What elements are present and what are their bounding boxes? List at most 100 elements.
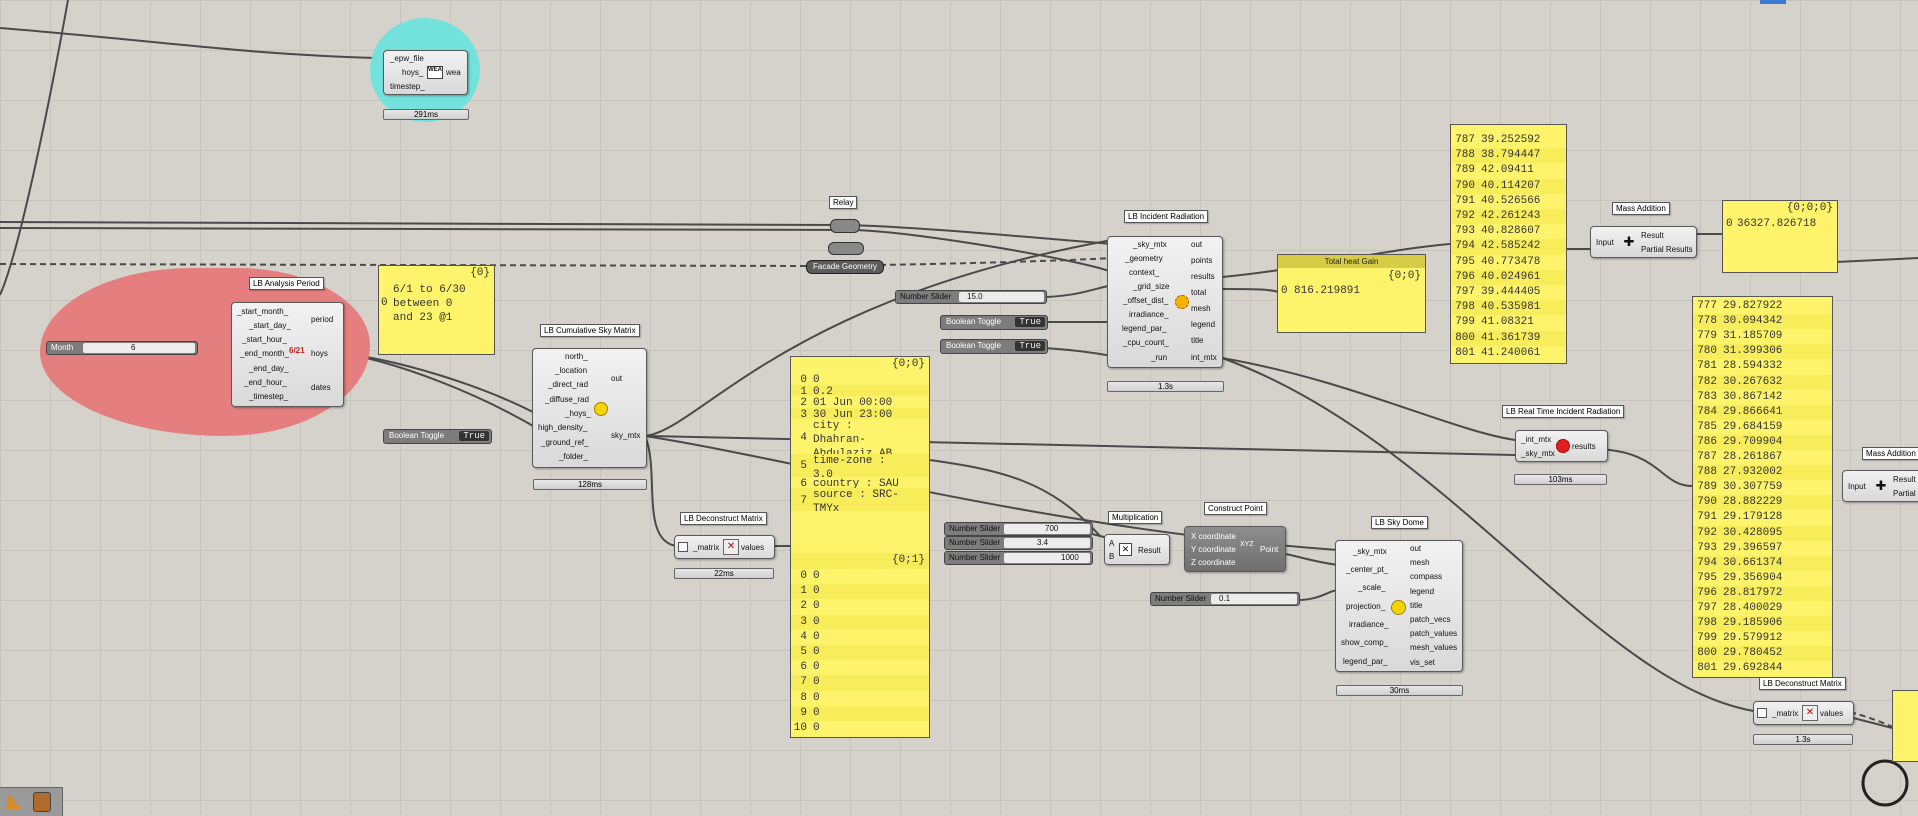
- output-mesh[interactable]: mesh: [1191, 304, 1211, 313]
- output-dates[interactable]: dates: [311, 383, 331, 392]
- output-point[interactable]: Point: [1260, 545, 1279, 554]
- mass-addition-component[interactable]: Input ✚ Result Partial Results: [1590, 226, 1697, 258]
- input-high-density[interactable]: high_density_: [538, 423, 588, 432]
- input-irradiance[interactable]: irradiance_: [1349, 620, 1389, 629]
- sky-dome-component[interactable]: _sky_mtx _center_pt_ _scale_ projection_…: [1335, 540, 1463, 672]
- input-direct-rad[interactable]: _direct_rad: [548, 380, 589, 389]
- output-period[interactable]: period: [311, 315, 334, 324]
- input-y[interactable]: Y coordinate: [1191, 545, 1236, 554]
- output-title[interactable]: title: [1191, 336, 1204, 345]
- input-cpu-count[interactable]: _cpu_count_: [1123, 338, 1169, 347]
- analysis-period-component[interactable]: _start_month_ _start_day_ _start_hour_ _…: [231, 302, 344, 407]
- output-result[interactable]: Result: [1893, 475, 1916, 484]
- deconstruct-matrix-component[interactable]: _matrix ✕ values: [1753, 701, 1854, 725]
- input-b[interactable]: B: [1109, 552, 1115, 561]
- input-geometry[interactable]: _geometry: [1125, 254, 1163, 263]
- scale-slider[interactable]: Number Slider 0.1: [1150, 592, 1300, 606]
- output-compass[interactable]: compass: [1410, 572, 1443, 581]
- input-matrix[interactable]: _matrix: [1772, 709, 1799, 718]
- input-input[interactable]: Input: [1596, 238, 1614, 247]
- input-context[interactable]: context_: [1129, 268, 1160, 277]
- slider-track[interactable]: 1000: [1004, 553, 1090, 563]
- input-x[interactable]: X coordinate: [1191, 532, 1236, 541]
- total-heat-gain-panel[interactable]: Total heat Gain {0;0} 0 816.219891: [1277, 254, 1426, 333]
- expand-icon[interactable]: [678, 542, 688, 552]
- output-results[interactable]: results: [1191, 272, 1215, 281]
- input-epw-file[interactable]: _epw_file: [390, 54, 424, 63]
- input-run[interactable]: _run: [1151, 353, 1168, 362]
- period-panel[interactable]: {0} 0 6/1 to 6/30 between 0 and 23 @1: [378, 265, 495, 355]
- epw-to-wea-component[interactable]: _epw_file hoys_ timestep_ WEA wea: [383, 50, 468, 95]
- input-hoys[interactable]: _hoys_: [565, 409, 591, 418]
- input-timestep[interactable]: timestep_: [390, 82, 425, 91]
- output-int-mtx[interactable]: int_mtx: [1191, 353, 1217, 362]
- number-slider-y[interactable]: Number Slider 3.4: [944, 536, 1093, 550]
- output-partial-results[interactable]: Partial Results: [1641, 245, 1693, 254]
- input-start-hour[interactable]: _start_hour_: [242, 335, 287, 344]
- input-start-month[interactable]: _start_month_: [237, 307, 289, 316]
- input-end-month[interactable]: _end_month_: [240, 349, 289, 358]
- output-out[interactable]: out: [1410, 544, 1422, 553]
- grasshopper-icon[interactable]: [6, 794, 21, 809]
- realtime-radiation-component[interactable]: _int_mtx _sky_mtx results: [1515, 430, 1608, 462]
- output-partial-results[interactable]: Partial R: [1893, 489, 1918, 498]
- input-matrix[interactable]: _matrix: [693, 543, 720, 552]
- input-ground-ref[interactable]: _ground_ref_: [541, 438, 589, 447]
- toggle-value[interactable]: True: [1015, 317, 1045, 327]
- output-legend[interactable]: legend: [1191, 320, 1216, 329]
- input-north[interactable]: north_: [565, 352, 588, 361]
- cumulative-sky-matrix-component[interactable]: north_ _location _direct_rad _diffuse_ra…: [532, 348, 647, 468]
- output-result[interactable]: Result: [1138, 546, 1161, 555]
- number-slider-x[interactable]: Number Slider 700: [944, 522, 1093, 536]
- input-z[interactable]: Z coordinate: [1191, 558, 1236, 567]
- rhino-icon[interactable]: [33, 792, 51, 812]
- input-sky-mtx[interactable]: _sky_mtx: [1353, 547, 1387, 556]
- output-points[interactable]: points: [1191, 256, 1213, 265]
- input-end-hour[interactable]: _end_hour_: [244, 378, 287, 387]
- output-wea[interactable]: wea: [446, 68, 461, 77]
- output-results[interactable]: results: [1572, 442, 1596, 451]
- input-timestep[interactable]: _timestep_: [249, 392, 289, 401]
- slider-track[interactable]: 700: [1004, 524, 1090, 534]
- input-diffuse-rad[interactable]: _diffuse_rad: [545, 395, 589, 404]
- output-patch-vecs[interactable]: patch_vecs: [1410, 615, 1451, 624]
- output-values[interactable]: values: [1820, 709, 1844, 718]
- construct-point-component[interactable]: X coordinate Y coordinate Z coordinate X…: [1184, 526, 1286, 572]
- relay-node[interactable]: [830, 219, 860, 233]
- slider-track[interactable]: 6: [83, 343, 195, 353]
- input-start-day[interactable]: _start_day_: [249, 321, 291, 330]
- output-total[interactable]: total: [1191, 288, 1207, 297]
- input-projection[interactable]: projection_: [1346, 602, 1386, 611]
- month-slider[interactable]: Month 6: [46, 341, 198, 355]
- input-folder[interactable]: _folder_: [559, 452, 588, 461]
- input-a[interactable]: A: [1109, 539, 1115, 548]
- output-out[interactable]: out: [1191, 240, 1203, 249]
- multiplication-component[interactable]: A B ✕ Result: [1104, 534, 1170, 565]
- output-hoys[interactable]: hoys: [311, 349, 328, 358]
- boolean-toggle[interactable]: Boolean Toggle True: [940, 315, 1048, 330]
- input-scale[interactable]: _scale_: [1358, 583, 1386, 592]
- output-values[interactable]: values: [741, 543, 765, 552]
- toggle-value[interactable]: True: [1015, 341, 1045, 351]
- slider-track[interactable]: 15.0: [959, 292, 1044, 302]
- incident-radiation-component[interactable]: _sky_mtx _geometry context_ _grid_size _…: [1107, 236, 1223, 368]
- output-sky-mtx[interactable]: sky_mtx: [611, 431, 641, 440]
- input-legend-par[interactable]: legend_par_: [1122, 324, 1167, 333]
- relay-node-2[interactable]: [828, 242, 864, 255]
- cut-off-panel[interactable]: [1892, 690, 1918, 762]
- input-input[interactable]: Input: [1848, 482, 1866, 491]
- input-sky-mtx[interactable]: _sky_mtx: [1521, 449, 1555, 458]
- output-out[interactable]: out: [611, 374, 623, 383]
- input-offset-dist[interactable]: _offset_dist_: [1123, 296, 1169, 305]
- mass-addition-component[interactable]: Input ✚ Result Partial R: [1842, 470, 1918, 502]
- input-sky-mtx[interactable]: _sky_mtx: [1133, 240, 1167, 249]
- number-slider-z[interactable]: Number Slider 1000: [944, 551, 1093, 565]
- output-legend[interactable]: legend: [1410, 587, 1435, 596]
- input-hoys[interactable]: hoys_: [402, 68, 424, 77]
- slider-track[interactable]: 3.4: [1004, 538, 1090, 548]
- input-grid-size[interactable]: _grid_size: [1133, 282, 1170, 291]
- boolean-toggle[interactable]: Boolean Toggle True: [940, 339, 1048, 354]
- slider-track[interactable]: 0.1: [1211, 594, 1297, 604]
